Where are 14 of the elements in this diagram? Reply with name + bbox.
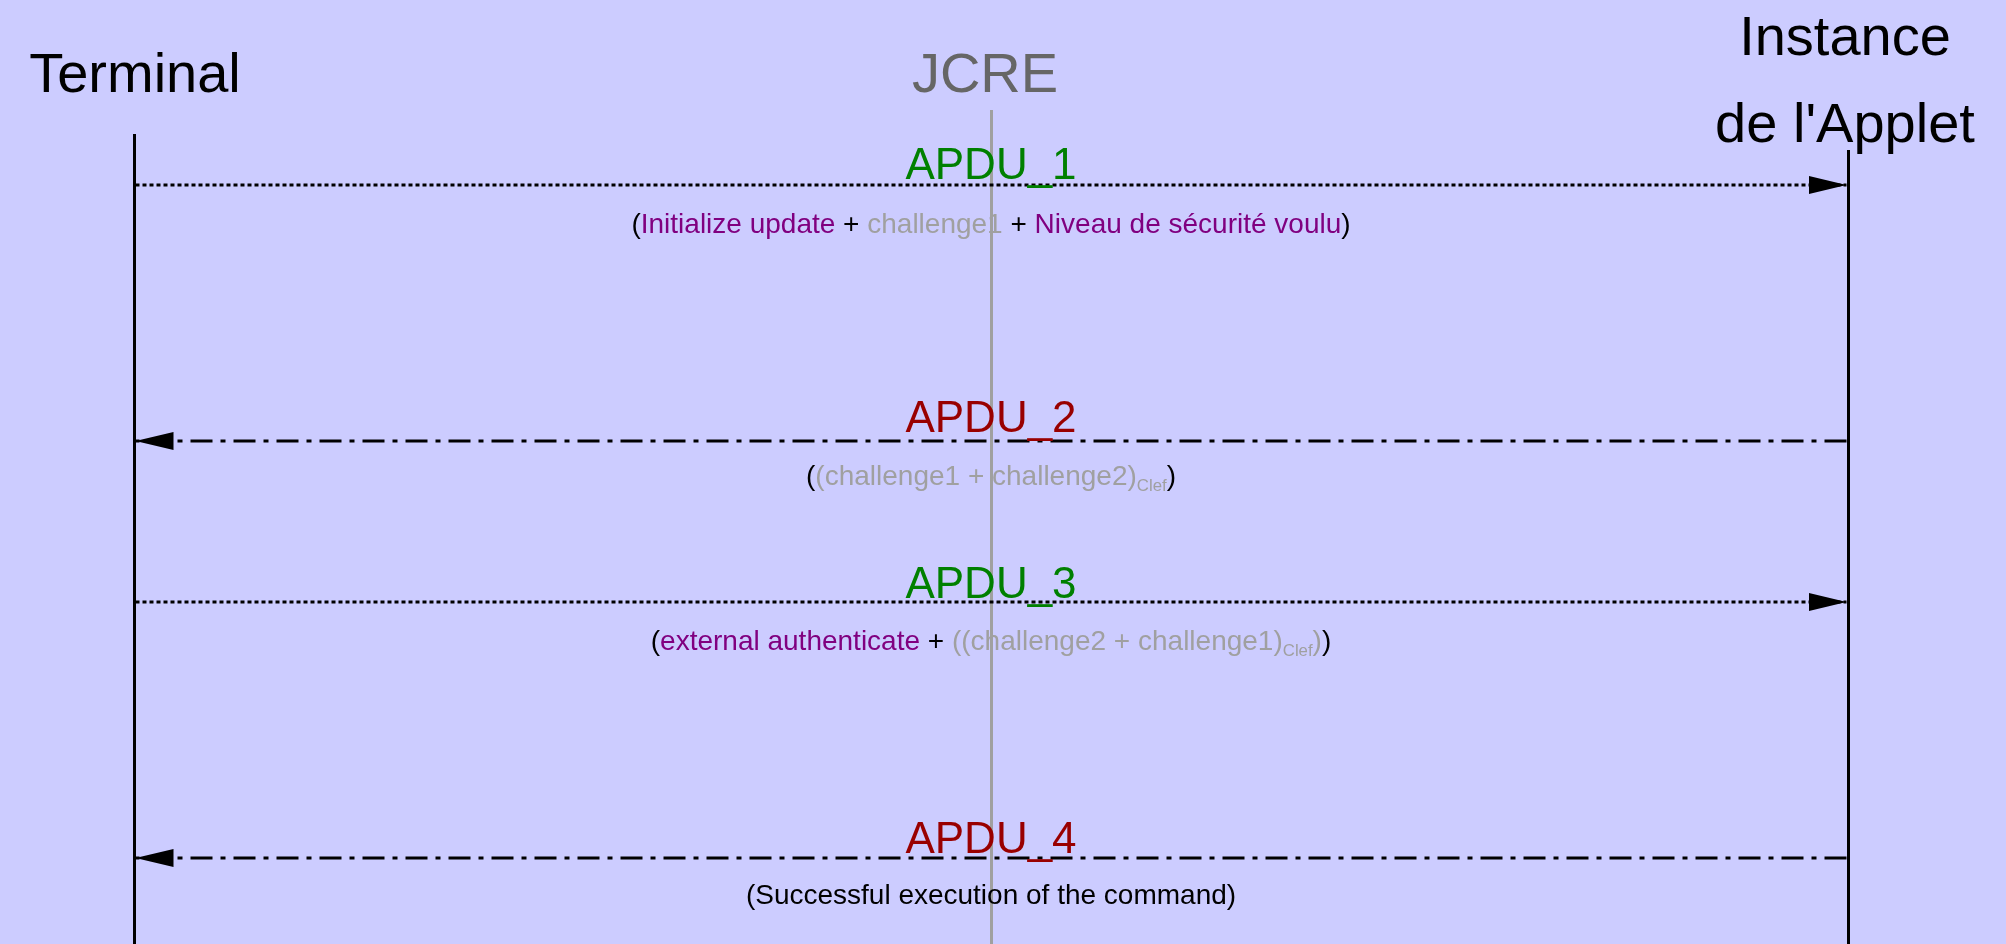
message-arrow [135, 849, 1847, 867]
message-parameters: (Successful execution of the command) [745, 878, 1237, 912]
lifeline [132, 134, 136, 944]
edge-label: APDU_4 [905, 813, 1077, 863]
message-parameters: ((challenge1 + challenge2)$_{Clef}$) [806, 459, 1176, 497]
message-arrow [135, 593, 1847, 611]
message-arrow [135, 176, 1847, 194]
message-arrow [135, 432, 1847, 450]
participant-name: Terminal [28, 39, 242, 106]
participant-name: JCRE [910, 39, 1060, 106]
participant-name: Instance de l'Applet [1714, 3, 1976, 156]
edge-label: APDU_1 [905, 139, 1077, 189]
edge-label: APDU_2 [905, 392, 1077, 442]
edge-label: APDU_3 [905, 558, 1077, 608]
